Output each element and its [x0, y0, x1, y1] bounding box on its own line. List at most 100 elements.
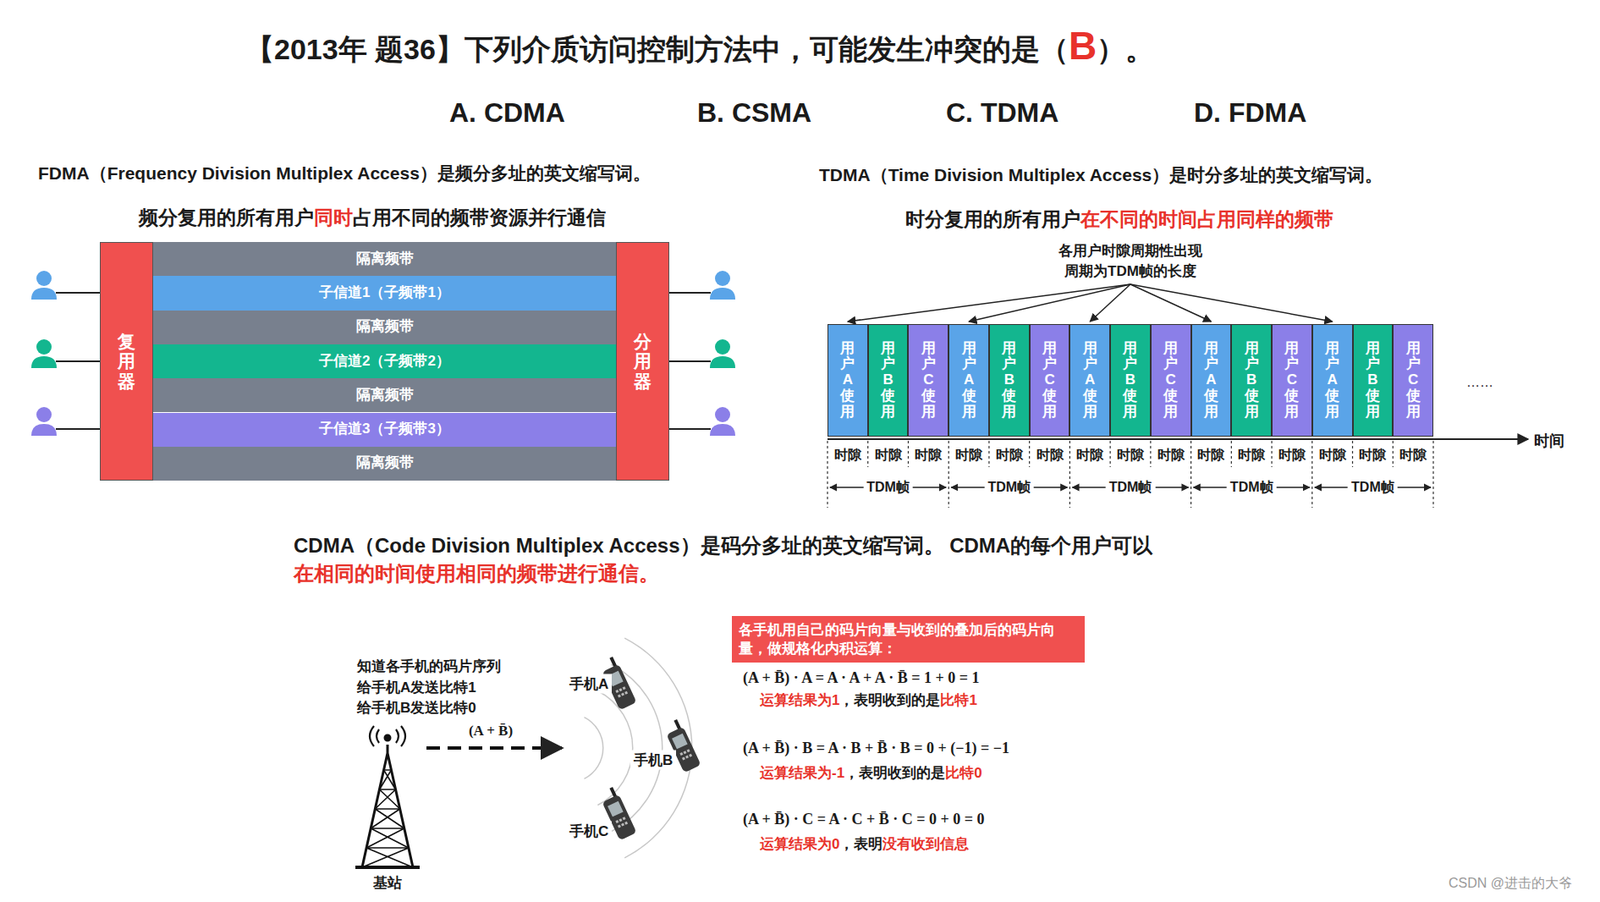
label-text: 时分复用的所有用户: [905, 206, 1081, 233]
guard-band: 隔离频带: [153, 310, 616, 345]
result-note: 运算结果为1，表明收到的是比特1: [759, 690, 978, 710]
label-text: 时隙: [1237, 446, 1265, 465]
leader-arrow: [1089, 284, 1131, 322]
time-axis: [827, 438, 1529, 440]
time-slot-label: 时隙: [1237, 446, 1265, 465]
label-text: 频分复用的所有用户: [138, 204, 314, 231]
slot-divider: [907, 440, 909, 468]
leader-arrow: [968, 284, 1131, 322]
option: B. CSMA: [697, 97, 812, 129]
label-text: 同时: [313, 204, 353, 231]
slot-divider: [1432, 440, 1434, 508]
slot-divider: [1149, 440, 1151, 468]
label-text: 手机A: [569, 674, 609, 694]
section-heading: TDMA（Time Division Multiplex Access）是时分多…: [819, 163, 1383, 187]
ellipsis: ……: [1466, 374, 1494, 391]
guard-band: 隔离频带: [153, 241, 616, 276]
note-box: 各手机用自己的码片向量与收到的叠加后的码片向量，做规格化内积运算：: [731, 615, 1085, 663]
slot-divider: [1069, 440, 1071, 508]
label-text: CDMA（Code Division Multiplex Access）是码分多…: [293, 532, 1153, 560]
formula: (A + B̄) · A = A · A + A · B̄ = 1 + 0 = …: [742, 669, 980, 688]
phone-label: 手机A: [566, 674, 612, 694]
label-text: 手机C: [569, 821, 609, 842]
time-slot-label: 时隙: [874, 446, 902, 465]
guard-band: 隔离频带: [153, 378, 616, 413]
axis-label: 时间: [1534, 430, 1565, 451]
illustration-strokes: [31, 270, 1529, 748]
frame-label: TDM帧: [1347, 478, 1398, 497]
user-icon: [31, 406, 57, 436]
node-text: 隔离频带: [356, 249, 414, 270]
callout-note: 各用户时隙周期性出现 周期为TDM帧的长度: [1045, 241, 1216, 282]
sub-channel-band: 子信道1（子频带1）: [153, 275, 616, 310]
option: A. CDMA: [449, 97, 566, 129]
time-slot-cell: 用户C使用: [1392, 324, 1434, 437]
leader-arrow: [847, 284, 1131, 322]
label-text: 知道各手机的码片序列: [357, 656, 501, 677]
node-text: 各手机用自己的码片向量与收到的叠加后的码片向量，做规格化内积运算：: [738, 620, 1078, 659]
time-slot-label: 时隙: [1197, 446, 1225, 465]
formula: (A + B̄) · B = A · B + B̄ · B = 0 + (−1)…: [742, 739, 1010, 758]
label-text: (A + B̄) · B = A · B + B̄ · B = 0 + (−1)…: [742, 739, 1010, 758]
user-wire: [669, 360, 711, 363]
label-text: 时隙: [874, 446, 902, 465]
label-text: ，表明收到的是: [839, 690, 941, 710]
label-text: 运算结果为0: [759, 834, 840, 854]
watermark: CSDN @进击的大爷: [1448, 874, 1573, 893]
label-text: ，表明: [839, 834, 883, 854]
user-icon: [709, 339, 736, 369]
label-text: 手机B: [633, 750, 673, 770]
slot-divider: [1352, 440, 1353, 468]
time-slot-cell: 用户B使用: [1110, 324, 1151, 437]
label-text: TDM帧: [1109, 478, 1153, 497]
label-text: 时隙: [1076, 446, 1104, 465]
time-slot-cell: 用户B使用: [989, 324, 1030, 437]
label-text: 给手机A发送比特1: [357, 677, 477, 698]
station-note: 给手机B发送比特0: [357, 698, 477, 718]
time-slot-label: 时隙: [1278, 446, 1306, 465]
label-text: 时隙: [1157, 446, 1185, 465]
title-text: 【2013年 题36】下列介质访问控制方法中，可能发生冲突的是（: [245, 30, 1069, 70]
signal-label: (A + B̄): [465, 722, 517, 740]
label-text: 在不同的时间占用同样的频带: [1080, 206, 1334, 233]
label-text: TDMA（Time Division Multiplex Access）是时分多…: [819, 163, 1383, 187]
label-text: 时隙: [914, 446, 942, 465]
formula: (A + B̄) · C = A · C + B̄ · C = 0 + 0 = …: [742, 810, 985, 829]
result-note: 运算结果为0，表明没有收到信息: [759, 834, 969, 854]
wave-arc: [583, 716, 604, 780]
node-text: 分用器: [633, 331, 652, 391]
node-text: 隔离频带: [356, 385, 414, 406]
node-text: 用户B使用: [1001, 340, 1017, 420]
time-slot-label: 时隙: [1399, 446, 1427, 465]
time-slot-label: 时隙: [1036, 446, 1064, 465]
label-text: 时隙: [1319, 446, 1347, 465]
time-slot-cell: 用户A使用: [827, 324, 869, 437]
frame-label: TDM帧: [863, 478, 913, 497]
guard-band: 隔离频带: [153, 446, 616, 481]
time-slot-label: 时隙: [1157, 446, 1185, 465]
node-text: 用户C使用: [921, 340, 936, 420]
label-text: ）。: [1096, 30, 1155, 70]
phone-label: 手机C: [566, 821, 612, 842]
time-slot-cell: 用户C使用: [1029, 324, 1071, 437]
label-text: 时隙: [995, 446, 1023, 465]
time-slot-label: 时隙: [1358, 446, 1386, 465]
label-text: 给手机B发送比特0: [357, 698, 477, 718]
user-wire: [55, 428, 100, 430]
slot-divider: [867, 440, 869, 468]
node-text: 用户C使用: [1284, 340, 1299, 420]
label-text: CSDN @进击的大爷: [1448, 874, 1573, 893]
slot-divider: [948, 440, 950, 508]
label-text: TDM帧: [1230, 478, 1274, 497]
time-slot-label: 时隙: [914, 446, 942, 465]
label-text: 比特0: [945, 763, 982, 783]
time-slot-label: 时隙: [1076, 446, 1104, 465]
node-text: 用户A使用: [1204, 340, 1219, 420]
section-heading: FDMA（Frequency Division Multiplex Access…: [38, 161, 651, 186]
time-slot-label: 时隙: [955, 446, 983, 465]
node-text: 子信道3（子频带3）: [318, 419, 451, 440]
sub-channel-band: 子信道2（子频带2）: [153, 344, 616, 379]
label-text: B. CSMA: [697, 97, 812, 129]
label-text: 时隙: [1116, 446, 1144, 465]
node-text: 用户C使用: [1406, 340, 1421, 420]
